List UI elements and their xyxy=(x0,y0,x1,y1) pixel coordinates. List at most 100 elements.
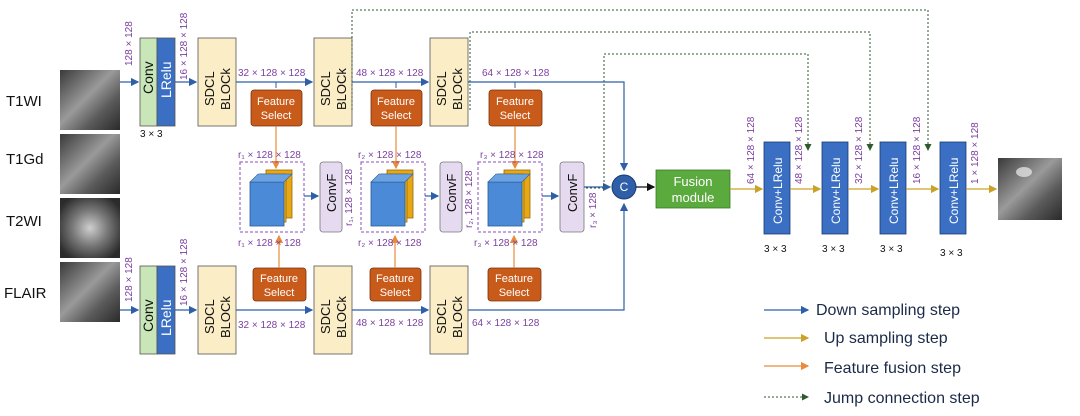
decoder-box-1 xyxy=(763,141,791,235)
select-label-3-top: Select xyxy=(500,110,531,122)
concat-node: C xyxy=(611,174,637,200)
feature-select-2-bottom: Feature Select xyxy=(369,267,422,302)
dim-r3-top: r₃ × 128 × 128 xyxy=(480,150,544,161)
convf-label-3: ConvF xyxy=(565,174,580,212)
feature-select-3-bottom: Feature Select xyxy=(487,267,542,302)
sdcl-label-3-bottom: SDCL xyxy=(434,299,449,334)
dim-r2-top: r₂ × 128 × 128 xyxy=(358,150,422,161)
select-label-1-top: Select xyxy=(261,110,292,122)
sdcl-sub-2-bottom: BLOCk xyxy=(334,296,349,338)
fusion-frame-1 xyxy=(239,161,305,233)
cube-front-1 xyxy=(249,181,285,227)
sdcl-sub-3-bottom: BLOCk xyxy=(450,296,465,338)
decoder-box-4 xyxy=(939,141,967,235)
t1wi-scan-image xyxy=(60,70,120,130)
conv-label-top: Conv xyxy=(140,61,156,94)
decoder-block-2: Conv+LRelu 3 × 3 xyxy=(821,141,849,255)
input-label-t1gd: T1Gd xyxy=(6,151,44,168)
cube-front-3 xyxy=(487,181,523,227)
select-label-2-bottom: Select xyxy=(380,287,411,299)
decoder-label-3: Conv+LRelu xyxy=(887,158,901,224)
feature-label-1-bottom: Feature xyxy=(260,273,298,285)
dim-r2-convf: r₂, 128 × 128 xyxy=(464,170,475,228)
convf-box-2 xyxy=(439,161,463,233)
fused-cube-1 xyxy=(239,161,305,233)
dim-16-top: 16 × 128 × 128 xyxy=(179,12,190,80)
kernel-label-top: 3 × 3 xyxy=(140,129,163,140)
sdcl-block-2-top: SDCL BLOCk xyxy=(313,37,353,127)
select-label-3-bottom: Select xyxy=(499,287,530,299)
dim-dec-16: 16 × 128 × 128 xyxy=(912,116,923,184)
convf-box-1 xyxy=(319,161,343,233)
flair-scan-image xyxy=(60,262,120,322)
decoder-box-2 xyxy=(821,141,849,235)
t1gd-scan-image xyxy=(60,134,120,194)
decoder-label-1: Conv+LRelu xyxy=(771,158,785,224)
sdcl-box-3-top xyxy=(429,37,469,127)
feature-label-1-top: Feature xyxy=(257,96,295,108)
feature-label-2-top: Feature xyxy=(377,96,415,108)
decoder-block-1: Conv+LRelu 3 × 3 xyxy=(763,141,791,255)
kernel-label-dec3: 3 × 3 xyxy=(880,244,903,255)
sdcl-sub-2-top: BLOCk xyxy=(334,68,349,110)
sdcl-box-2-top xyxy=(313,37,353,127)
conv-block-top: Conv LRelu 3 × 3 xyxy=(139,37,176,140)
convf-block-1: ConvF xyxy=(319,161,343,233)
dim-dec-48: 48 × 128 × 128 xyxy=(794,116,805,184)
conv-label-bottom: Conv xyxy=(140,299,156,332)
t2wi-scan-image xyxy=(60,198,120,258)
feature-select-1-bottom: Feature Select xyxy=(252,267,307,302)
decoder-label-2: Conv+LRelu xyxy=(829,158,843,224)
sdcl-block-1-bottom: SDCL BLOCk xyxy=(197,265,237,355)
input-flair: FLAIR xyxy=(4,262,120,322)
sdcl-block-3-bottom: SDCL BLOCk xyxy=(429,265,469,355)
dim-48-bottom: 48 × 128 × 128 xyxy=(356,318,424,329)
concat-label: C xyxy=(620,180,629,194)
fused-cube-2 xyxy=(360,161,426,233)
select-label-1-bottom: Select xyxy=(264,287,295,299)
dim-dec-32: 32 × 128 × 128 xyxy=(854,116,865,184)
dim-16-bottom: 16 × 128 × 128 xyxy=(179,238,190,306)
feature-select-3-top: Feature Select xyxy=(488,89,543,127)
feature-select-1-top: Feature Select xyxy=(250,89,303,127)
convf-label-2: ConvF xyxy=(444,174,459,212)
convf-box-3 xyxy=(559,161,585,233)
output-segmentation-image xyxy=(998,158,1062,220)
jump-connection-1 xyxy=(351,9,932,151)
fusion-label-line1: Fusion xyxy=(673,174,712,189)
input-t1gd: T1Gd xyxy=(6,134,120,194)
decoder-box-3 xyxy=(879,141,907,235)
fusion-module: Fusion module xyxy=(655,169,731,209)
sdcl-block-1-top: SDCL BLOCk xyxy=(197,37,237,127)
convf-label-1: ConvF xyxy=(324,174,339,212)
feature-select-2-top: Feature Select xyxy=(370,89,423,127)
cube-top-1 xyxy=(249,173,293,183)
feature-label-2-bottom: Feature xyxy=(376,273,414,285)
dim-r3-convf: r₃ × 128 xyxy=(588,192,599,228)
lrelu-label-bottom: LRelu xyxy=(158,299,174,336)
cube-top-2 xyxy=(370,173,414,183)
arrow-sdcl3-to-concat-top xyxy=(468,81,629,172)
dim-r1-convf: r₁, 128 × 128 xyxy=(344,169,355,226)
dim-48-top: 48 × 128 × 128 xyxy=(356,68,424,79)
convf-block-3: ConvF xyxy=(559,161,585,233)
legend-label-down: Down sampling step xyxy=(816,302,960,319)
dim-64-bottom: 64 × 128 × 128 xyxy=(472,318,540,329)
sdcl-sub-1-top: BLOCk xyxy=(218,68,233,110)
legend: Down sampling step Up sampling step Feat… xyxy=(764,302,980,407)
sdcl-box-1-top xyxy=(197,37,237,127)
sdcl-box-2-bottom xyxy=(313,265,353,355)
kernel-label-dec2: 3 × 3 xyxy=(822,244,845,255)
kernel-label-dec4: 3 × 3 xyxy=(940,248,963,259)
convf-block-2: ConvF xyxy=(439,161,463,233)
input-t2wi: T2WI xyxy=(6,198,120,258)
sdcl-label-2-top: SDCL xyxy=(318,71,333,106)
kernel-label-dec1: 3 × 3 xyxy=(764,244,787,255)
feature-label-3-bottom: Feature xyxy=(495,273,533,285)
decoder-block-3: Conv+LRelu 3 × 3 xyxy=(879,141,907,255)
input-label-t2wi: T2WI xyxy=(6,213,42,230)
sdcl-sub-1-bottom: BLOCk xyxy=(218,296,233,338)
legend-label-up: Up sampling step xyxy=(824,330,948,347)
dim-r1-bottom: r₁ × 128 × 128 xyxy=(238,238,301,249)
